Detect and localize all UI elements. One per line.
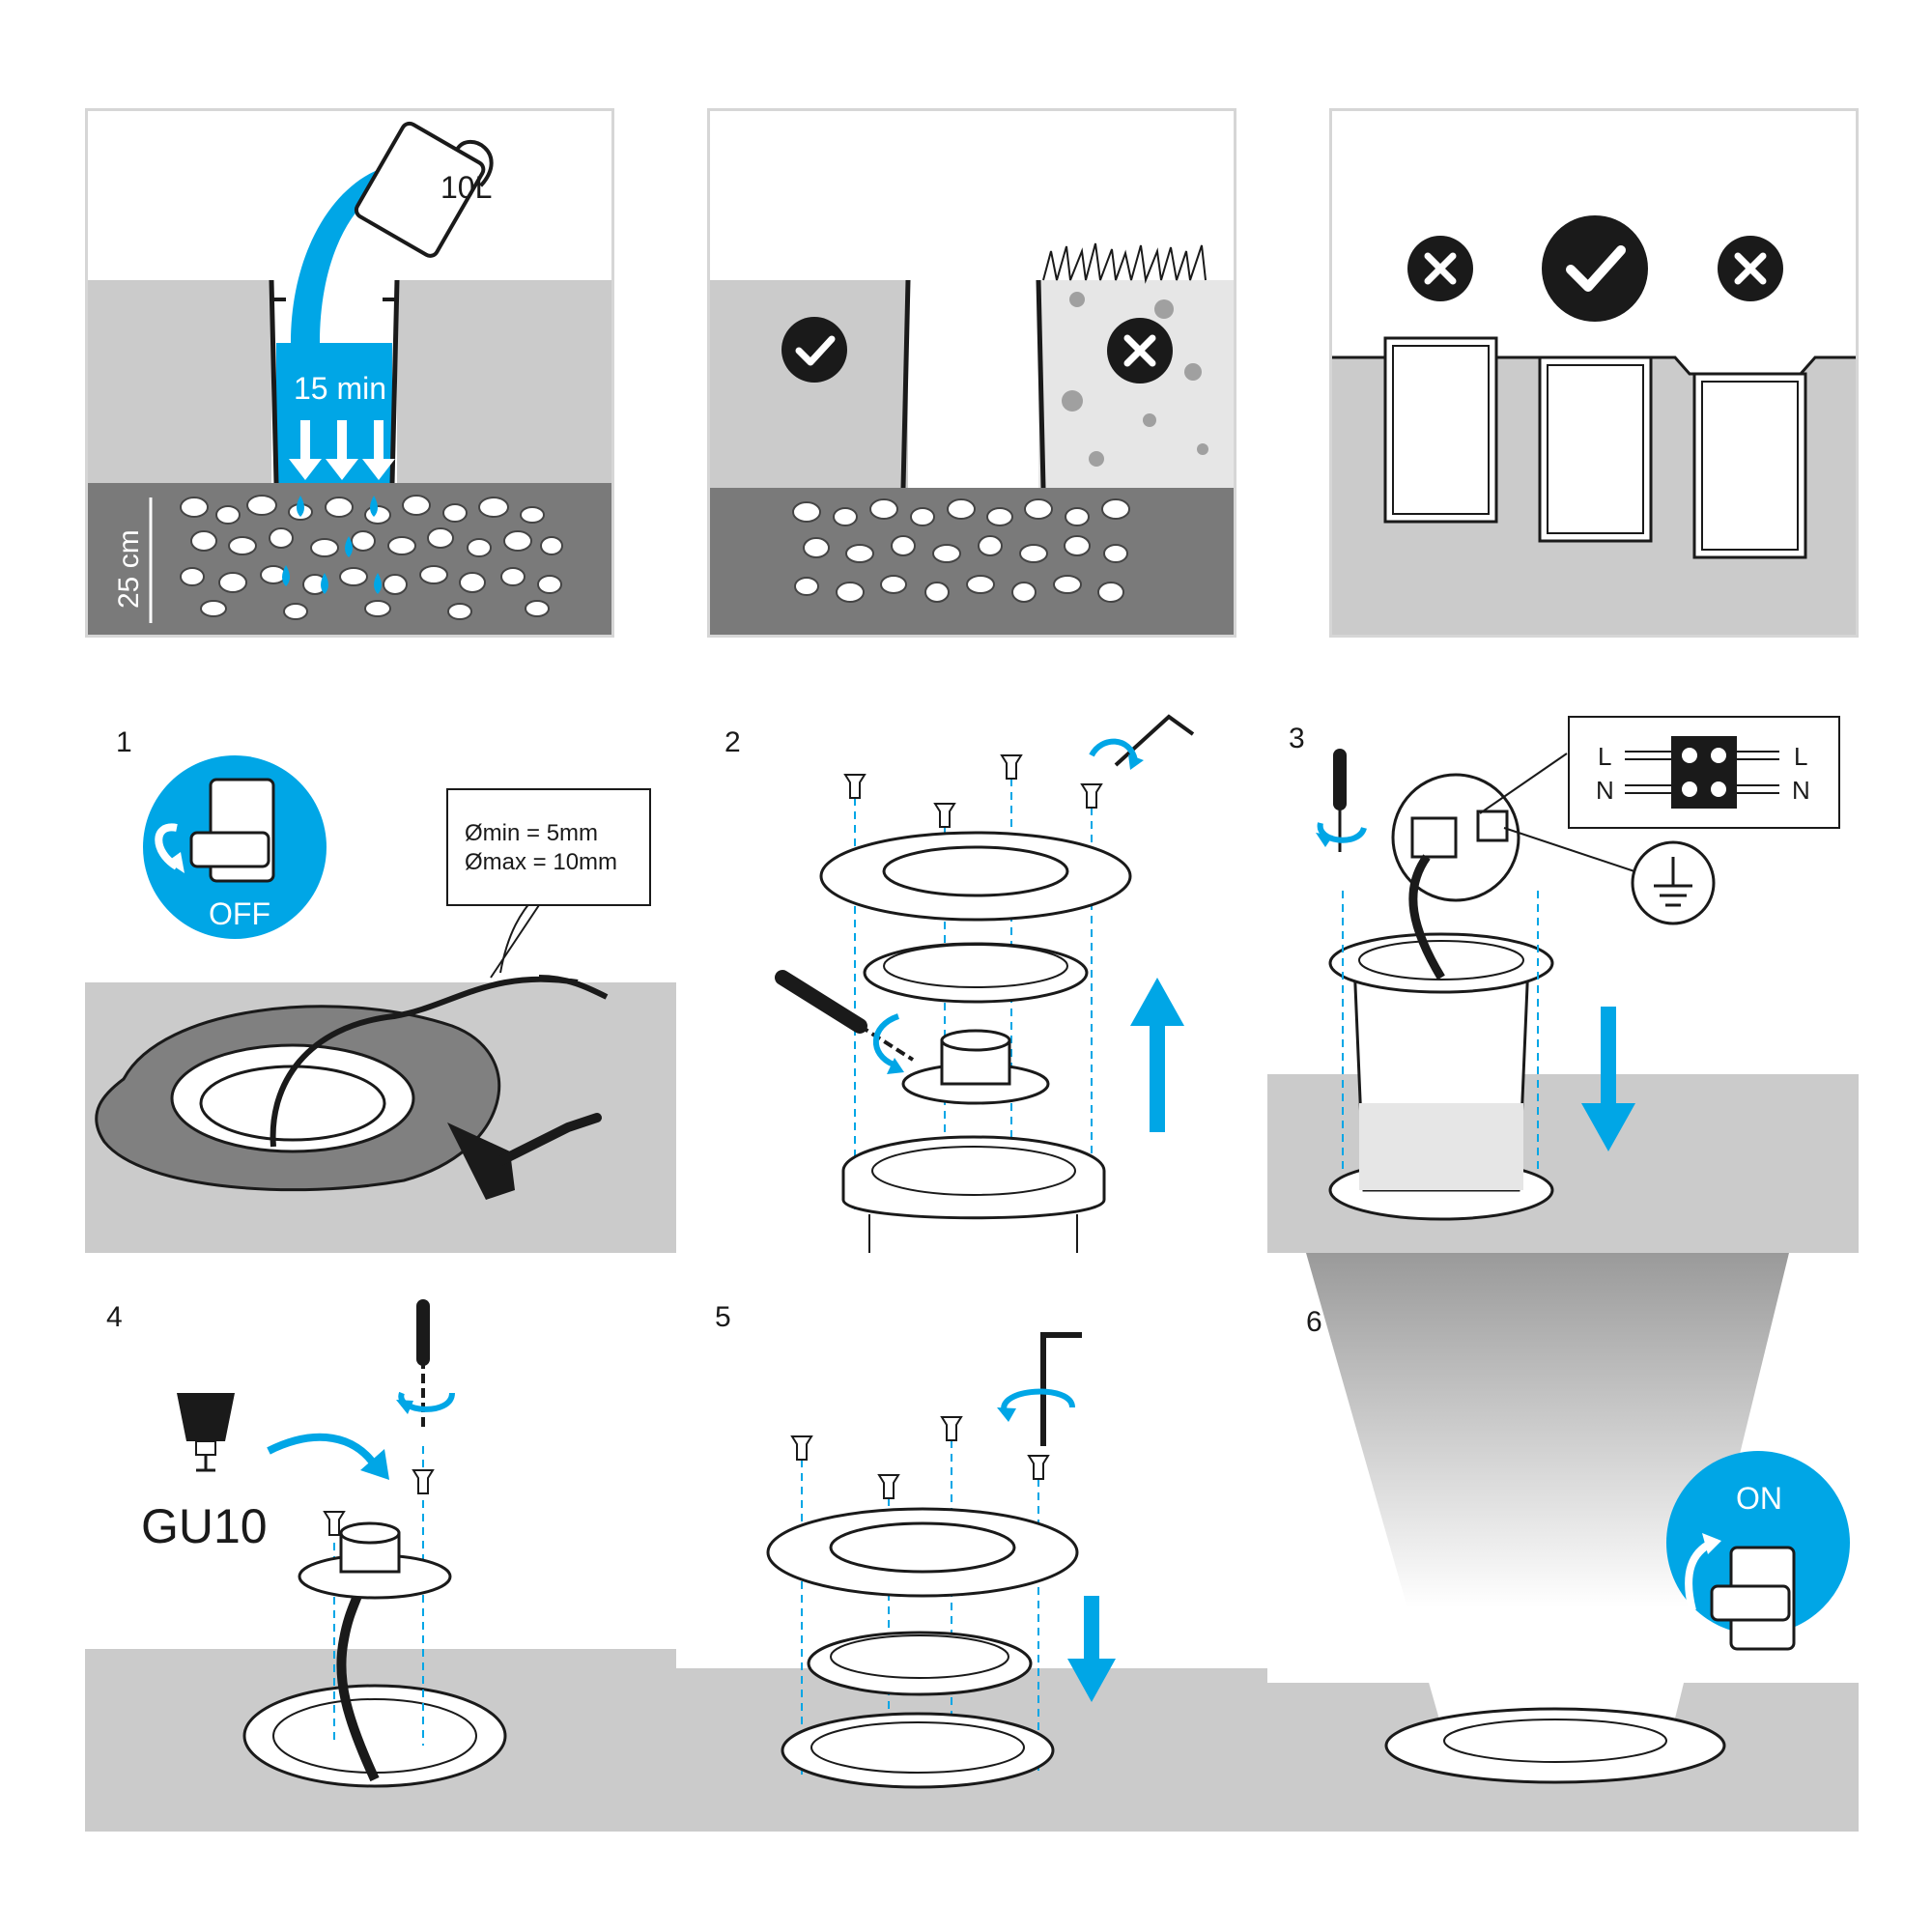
ground-icon	[1631, 840, 1716, 925]
step-3-panel: L L N N 3	[1267, 697, 1859, 1253]
step-6-panel: ON 6	[1267, 1253, 1859, 1832]
cross-circle-icon	[1718, 236, 1783, 301]
step-4-panel: GU10 4	[85, 1253, 676, 1832]
time-label: 15 min	[294, 371, 386, 406]
step-number: 4	[106, 1301, 123, 1333]
soil-panel	[707, 108, 1236, 638]
switch-on-icon	[1666, 1451, 1850, 1651]
step-number: 1	[116, 726, 132, 758]
step-number: 5	[715, 1301, 731, 1333]
terminal-l-right: L	[1794, 742, 1807, 771]
step-1-panel: OFF Ømin = 5mm Ømax = 10mm 1	[85, 697, 676, 1253]
check-circle-icon	[1542, 215, 1648, 322]
drainage-panel: 10L 15 min 25 cm	[85, 108, 614, 638]
can-label: 10L	[440, 170, 492, 205]
depth-label: 25 cm	[113, 529, 145, 609]
cable-min-label: Ømin = 5mm	[465, 820, 598, 846]
lamp-label: GU10	[141, 1499, 268, 1553]
cross-circle-icon	[1107, 318, 1173, 384]
check-circle-icon	[781, 317, 847, 383]
terminal-n-right: N	[1792, 776, 1810, 805]
terminal-l-left: L	[1598, 742, 1611, 771]
step-number: 6	[1306, 1306, 1322, 1338]
cross-circle-icon	[1407, 236, 1473, 301]
step-2-panel: 2	[676, 697, 1267, 1253]
terminal-n-left: N	[1596, 776, 1614, 805]
step-number: 2	[724, 726, 741, 758]
cable-max-label: Ømax = 10mm	[465, 849, 617, 875]
height-panel	[1329, 108, 1859, 638]
step-number: 3	[1289, 723, 1305, 754]
switch-off-label: OFF	[209, 896, 270, 931]
step-5-panel: 5	[676, 1253, 1267, 1832]
gu10-lamp-icon	[177, 1393, 235, 1472]
switch-on-label: ON	[1736, 1481, 1782, 1516]
switch-off-icon	[143, 755, 327, 939]
